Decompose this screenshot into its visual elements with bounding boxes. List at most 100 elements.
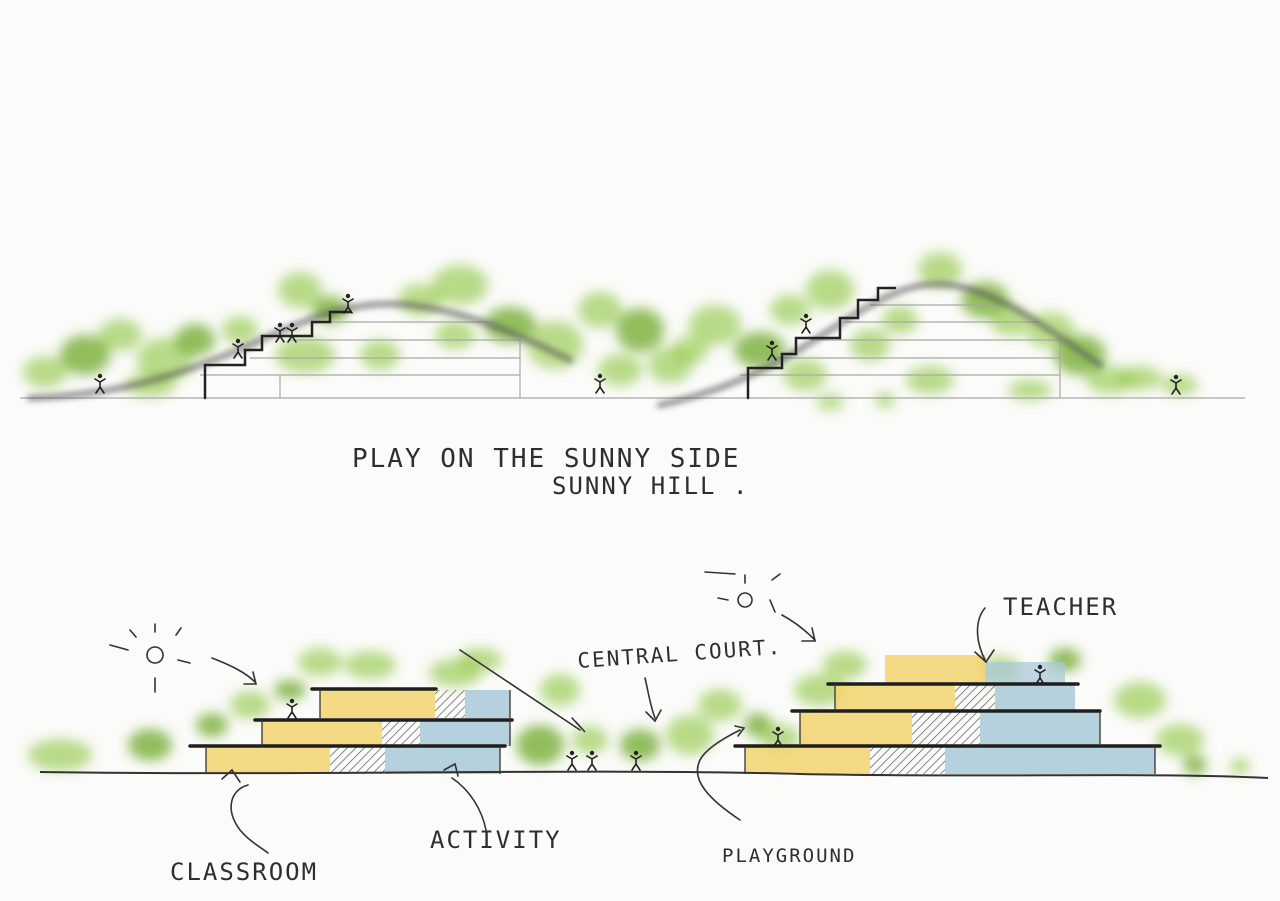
person-figure bbox=[342, 293, 354, 314]
foliage-blob bbox=[458, 648, 502, 672]
foliage-blob bbox=[1230, 758, 1250, 774]
person-figure bbox=[800, 313, 812, 334]
sun-icon bbox=[704, 571, 781, 613]
foliage-blob bbox=[734, 332, 786, 368]
label-classroom: CLASSROOM bbox=[170, 858, 318, 886]
foliage-blob bbox=[698, 689, 742, 721]
person-figure bbox=[1170, 374, 1182, 395]
person-figure bbox=[630, 750, 642, 771]
foliage-blob bbox=[666, 715, 714, 755]
foliage-blob bbox=[274, 680, 306, 700]
foliage-blob bbox=[435, 321, 475, 349]
foliage-blob bbox=[230, 691, 270, 719]
classroom-volume bbox=[262, 720, 382, 746]
activity-volume bbox=[385, 747, 500, 774]
school-section: CLASSROOM ACTIVITY PLAYGROUND CENTRAL CO… bbox=[28, 571, 1269, 886]
foliage-blob bbox=[1162, 375, 1198, 395]
hill-section: PLAY ON THE SUNNY SIDE SUNNY HILL . bbox=[20, 252, 1245, 500]
activity-volume bbox=[420, 720, 510, 746]
foliage-blob bbox=[196, 713, 228, 737]
activity-volume bbox=[985, 662, 1065, 684]
hill-people bbox=[94, 293, 1182, 395]
foliage-blob bbox=[275, 337, 335, 373]
foliage-blob bbox=[918, 252, 962, 288]
activity-volume bbox=[995, 685, 1075, 711]
foliage-blob bbox=[620, 729, 660, 761]
foliage-blob bbox=[770, 295, 810, 325]
hill-caption-line2: SUNNY HILL . bbox=[552, 472, 749, 500]
foliage-blob bbox=[816, 394, 844, 410]
hatched-volume bbox=[330, 747, 385, 774]
ground-line bbox=[39, 770, 1269, 779]
foliage-blob bbox=[689, 305, 741, 345]
foliage-blob bbox=[806, 270, 854, 310]
foliage-blob bbox=[98, 319, 142, 351]
person-figure bbox=[286, 322, 298, 343]
foliage-blob bbox=[875, 392, 895, 408]
person-figure bbox=[94, 373, 106, 394]
hatched-volume bbox=[955, 685, 995, 711]
person-figure bbox=[1034, 664, 1046, 685]
activity-volume bbox=[465, 690, 510, 718]
person-figure bbox=[232, 338, 244, 359]
activity-volume bbox=[980, 712, 1100, 745]
foliage-blob bbox=[175, 324, 215, 356]
foliage-blob bbox=[298, 648, 342, 676]
hatched-volume bbox=[870, 747, 945, 774]
label-playground: PLAYGROUND bbox=[722, 845, 856, 867]
hill-caption-line1: PLAY ON THE SUNNY SIDE bbox=[352, 444, 740, 474]
classroom-volume bbox=[885, 655, 985, 684]
foliage-blob bbox=[1114, 682, 1166, 718]
classroom-volume bbox=[206, 747, 330, 774]
foliage-blob bbox=[516, 725, 564, 765]
left-building bbox=[188, 687, 514, 774]
person-figure bbox=[586, 750, 598, 771]
hill-foliage bbox=[23, 252, 1198, 410]
person-figure bbox=[766, 340, 778, 361]
hatched-volume bbox=[382, 720, 420, 746]
foliage-blob bbox=[360, 340, 400, 370]
foliage-blob bbox=[882, 306, 918, 334]
label-activity: ACTIVITY bbox=[430, 826, 562, 854]
label-central-court: CENTRAL COURT. bbox=[577, 635, 783, 673]
classroom-volume bbox=[745, 747, 870, 774]
foliage-blob bbox=[572, 726, 608, 754]
foliage-blob bbox=[823, 651, 867, 679]
person-figure bbox=[566, 750, 578, 771]
foliage-blob bbox=[540, 674, 580, 706]
terrace-lines bbox=[20, 304, 1245, 399]
right-building bbox=[733, 655, 1162, 774]
school-foliage bbox=[28, 648, 1250, 775]
foliage-blob bbox=[60, 335, 110, 375]
classroom-volume bbox=[320, 690, 435, 718]
foliage-blob bbox=[850, 329, 890, 361]
hatched-volume bbox=[912, 712, 980, 745]
foliage-blob bbox=[1156, 724, 1204, 756]
hill-outline bbox=[26, 280, 1104, 409]
foliage-blob bbox=[616, 308, 664, 352]
foliage-blob bbox=[128, 729, 172, 761]
activity-volume bbox=[945, 747, 1155, 774]
foliage-blob bbox=[598, 354, 642, 386]
foliage-blob bbox=[222, 316, 258, 344]
foliage-blob bbox=[794, 674, 846, 706]
foliage-blob bbox=[432, 265, 488, 305]
person-figure bbox=[594, 373, 606, 394]
foliage-blob bbox=[278, 272, 322, 308]
person-figure bbox=[286, 698, 298, 719]
school-people bbox=[286, 664, 1046, 771]
sun-icon bbox=[109, 623, 191, 693]
foliage-blob bbox=[344, 651, 396, 679]
foliage-blob bbox=[28, 739, 92, 771]
person-figure bbox=[772, 726, 784, 747]
arrow-icon bbox=[211, 607, 995, 854]
foliage-blob bbox=[1118, 366, 1162, 390]
foliage-blob bbox=[1008, 380, 1052, 400]
hatched-volume bbox=[435, 690, 465, 718]
foliage-blob bbox=[578, 292, 622, 328]
classroom-volume bbox=[835, 685, 955, 711]
classroom-volume bbox=[800, 712, 912, 745]
foliage-blob bbox=[906, 366, 954, 394]
foliage-blob bbox=[1183, 755, 1207, 775]
